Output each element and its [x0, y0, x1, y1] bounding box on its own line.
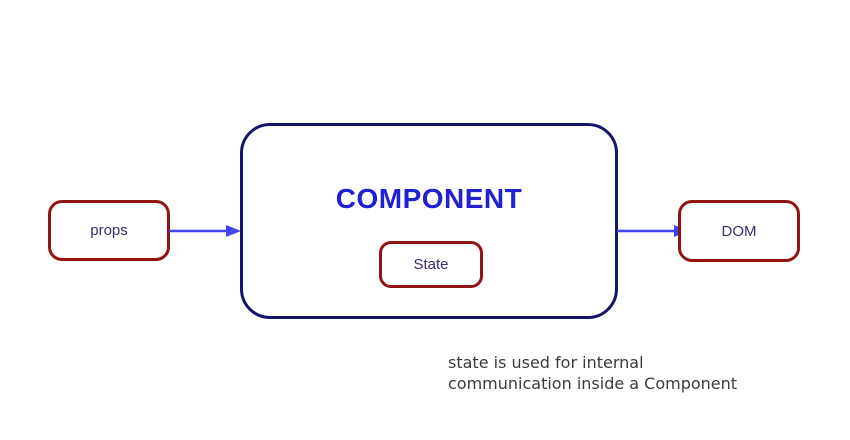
- arrow-props-to-component-icon: [169, 225, 241, 237]
- component-node: COMPONENT: [240, 123, 618, 319]
- caption: state is used for internal communication…: [448, 352, 737, 394]
- caption-line-2: communication inside a Component: [448, 374, 738, 393]
- arrow-head: [226, 225, 241, 237]
- dom-node: DOM: [678, 200, 800, 262]
- component-node-label: COMPONENT: [335, 183, 523, 214]
- state-node: State: [379, 241, 483, 288]
- dom-node-label: DOM: [721, 222, 757, 240]
- caption-line-1: state is used for internal: [448, 353, 644, 372]
- props-node-label: props: [90, 222, 128, 239]
- state-node-label: State: [413, 256, 449, 273]
- props-node: props: [48, 200, 170, 261]
